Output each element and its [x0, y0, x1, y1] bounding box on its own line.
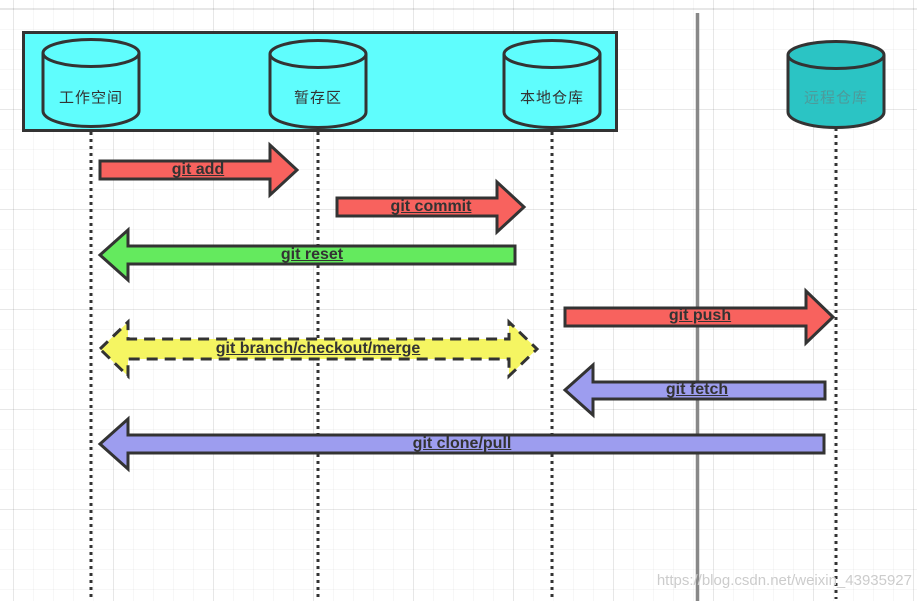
git-clone-pull-label: git clone/pull [412, 435, 512, 452]
git-push-label: git push [668, 307, 732, 324]
local-repo-cylinder-body [502, 54, 602, 130]
local-repo-cylinder-top [502, 39, 602, 69]
staging-cylinder-body [268, 54, 368, 130]
remote-repo-label: 远程仓库 [803, 89, 869, 107]
local-repo-cylinder [502, 39, 602, 130]
git-push-arrow [563, 287, 836, 347]
workspace-cylinder [41, 38, 141, 129]
remote-repo-cylinder-top [786, 40, 886, 70]
workspace-cylinder-body [41, 53, 141, 129]
workspace-cylinder-top [41, 38, 141, 68]
remote-repo-cylinder [786, 40, 886, 130]
staging-cylinder-top [268, 39, 368, 69]
local-repo-label: 本地仓库 [519, 89, 585, 107]
git-branch-checkout-merge-arrow [97, 318, 540, 380]
staging-cylinder [268, 39, 368, 130]
git-reset-arrow [97, 226, 517, 284]
git-add-arrow [98, 141, 300, 199]
staging-label: 暂存区 [293, 89, 343, 107]
git-clone-pull-arrow [97, 415, 826, 473]
git-branch-checkout-merge-label: git branch/checkout/merge [215, 340, 421, 357]
remote-repo-cylinder-body [786, 55, 886, 130]
workspace-label: 工作空间 [58, 89, 124, 107]
git-fetch-arrow [562, 361, 827, 419]
git-fetch-label: git fetch [665, 381, 729, 398]
git-commit-arrow [335, 178, 527, 236]
git-reset-label: git reset [280, 246, 344, 263]
git-commit-label: git commit [390, 198, 472, 215]
csdn-watermark: https://blog.csdn.net/weixin_43935927 [656, 572, 912, 589]
git-add-label: git add [171, 161, 225, 178]
